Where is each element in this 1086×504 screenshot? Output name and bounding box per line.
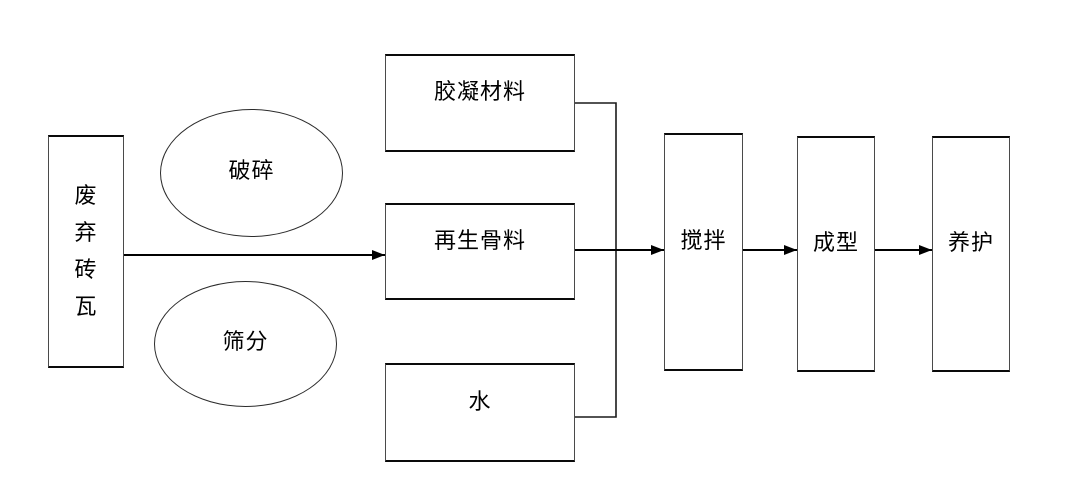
- node-recycled-aggregate: 再生骨料: [385, 203, 575, 300]
- node-cementitious-material: 胶凝材料: [385, 54, 575, 152]
- node-waste-brick: 废弃砖瓦: [48, 135, 124, 368]
- node-crushing: 破碎: [160, 109, 343, 237]
- node-crushing-label: 破碎: [228, 159, 275, 184]
- node-screening-label: 筛分: [222, 330, 269, 355]
- node-curing-label: 养护: [947, 231, 994, 256]
- node-curing: 养护: [932, 136, 1010, 372]
- node-water-label: 水: [468, 389, 492, 415]
- node-screening: 筛分: [154, 281, 337, 407]
- node-recycled-aggregate-label: 再生骨料: [433, 228, 526, 254]
- edge-binder-water-collector: [575, 102, 617, 418]
- node-mixing-label: 搅拌: [680, 229, 727, 254]
- node-forming: 成型: [797, 136, 875, 372]
- node-waste-brick-label: 废弃砖瓦: [74, 183, 98, 320]
- node-forming-label: 成型: [812, 231, 859, 256]
- node-water: 水: [385, 363, 575, 462]
- node-mixing: 搅拌: [664, 133, 743, 371]
- node-cementitious-material-label: 胶凝材料: [433, 80, 526, 105]
